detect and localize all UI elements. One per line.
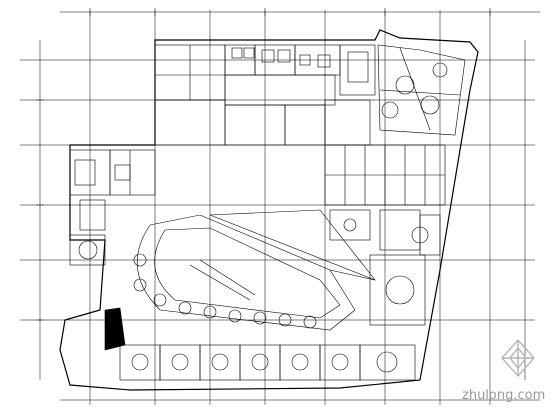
ramp-wedge (104, 307, 126, 351)
zhulong-logo-icon (501, 338, 535, 378)
dimension-ticks (36, 8, 491, 321)
west-wing-rooms (69, 149, 156, 266)
south-private-rooms (119, 254, 426, 381)
watermark-text: zhulong.com (462, 388, 546, 403)
north-wing-rooms (154, 44, 376, 146)
east-dining-rooms (324, 44, 466, 256)
building-outline (59, 29, 479, 391)
central-atrium (136, 209, 376, 331)
round-tables (131, 62, 448, 373)
